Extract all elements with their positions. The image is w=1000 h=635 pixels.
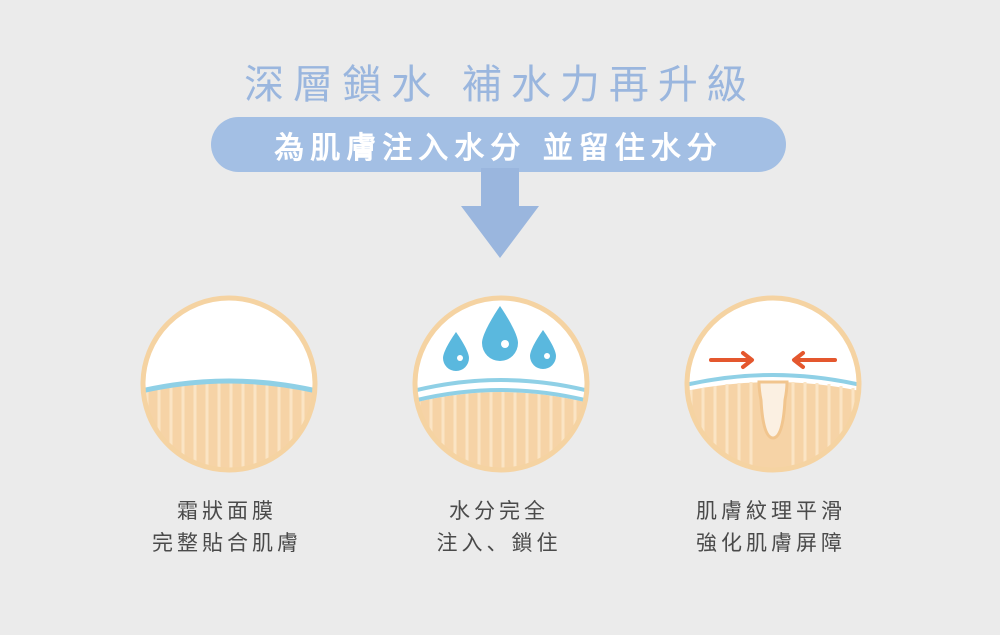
- panel-2-illustration: [412, 295, 590, 473]
- panel-3-ring: [684, 295, 862, 473]
- panel-2-skin-texture: [417, 392, 587, 470]
- down-arrow-icon: [461, 168, 539, 258]
- panel-3-caption-line2: 強化肌膚屏障: [696, 531, 846, 555]
- panel-1-illustration: [140, 295, 318, 473]
- down-arrow-shape: [461, 168, 539, 258]
- banner-text: 為肌膚注入水分 並留住水分: [274, 130, 723, 166]
- panel-3-caption: 肌膚紋理平滑 強化肌膚屏障: [641, 495, 901, 559]
- headline: 深層鎖水 補水力再升級: [244, 62, 756, 108]
- panel-1-caption-line2: 完整貼合肌膚: [152, 531, 302, 555]
- panel-1-skin: [143, 383, 315, 470]
- water-drop-right-highlight: [544, 353, 550, 359]
- panel-1-skin-texture: [145, 383, 315, 470]
- water-drop-left-highlight: [457, 355, 463, 361]
- panel-3-caption-line1: 肌膚紋理平滑: [696, 499, 846, 523]
- water-drop-right-icon: [530, 330, 556, 369]
- panel-3-illustration: [684, 295, 862, 473]
- panel-2-caption-line2: 注入、鎖住: [436, 531, 562, 555]
- panel-2-caption-line1: 水分完全: [449, 499, 549, 523]
- panel-2-ring: [412, 295, 590, 473]
- water-drop-left-icon: [443, 332, 469, 371]
- compress-arrows-icon: [709, 351, 837, 369]
- panel-1-membrane: [143, 378, 315, 395]
- pore-shape: [757, 380, 789, 440]
- panel-2-membrane-upper: [415, 378, 587, 394]
- panel-2-skin: [415, 392, 587, 470]
- panel-1-caption-line1: 霜狀面膜: [177, 499, 277, 523]
- water-drop-center-highlight: [501, 340, 509, 348]
- panel-2-caption: 水分完全 注入、鎖住: [369, 495, 629, 559]
- panel-1-caption: 霜狀面膜 完整貼合肌膚: [97, 495, 357, 559]
- panel-3-membrane: [687, 373, 859, 388]
- panel-2-membrane-lower: [415, 388, 587, 404]
- panel-1-ring: [140, 295, 318, 473]
- water-drop-center-icon: [482, 306, 518, 361]
- banner-pill: 為肌膚注入水分 並留住水分: [211, 117, 786, 172]
